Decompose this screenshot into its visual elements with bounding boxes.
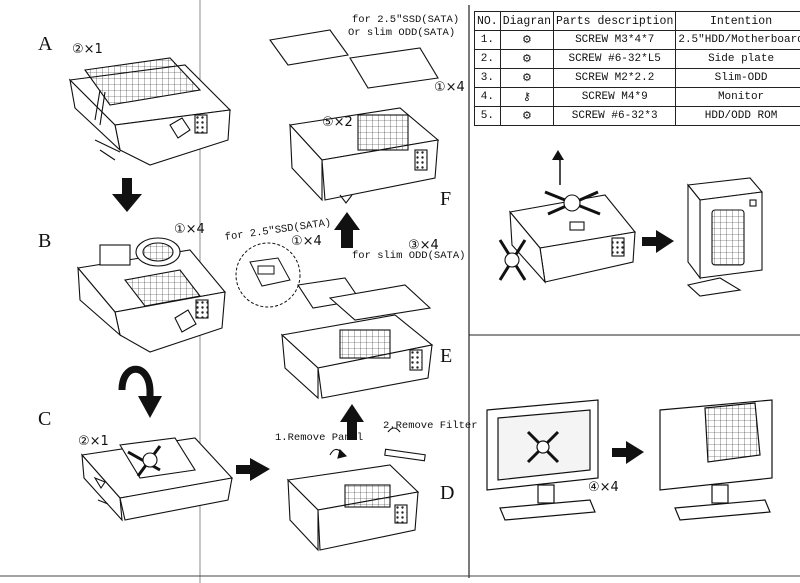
row-intention: Side plate — [675, 49, 800, 69]
row-part: SCREW #6-32*L5 — [553, 49, 677, 69]
parts-table-header: NO. Diagran Parts description Intention — [474, 11, 800, 31]
row-intention: 2.5"HDD/Motherboard — [675, 30, 800, 50]
row-part: SCREW #6-32*3 — [553, 106, 677, 126]
screw-6-32-l5-icon: ⚙ — [499, 49, 555, 69]
row-intention: Monitor — [675, 87, 800, 107]
step-e-odd-screw-count: ③×4 — [408, 238, 439, 253]
row-no: 5. — [474, 106, 501, 126]
arrow-e-to-f — [334, 212, 360, 248]
row-part: SCREW M2*2.2 — [553, 68, 677, 88]
table-row: 4. ⚷ SCREW M4*9 Monitor — [474, 87, 800, 107]
up-arrow-vesa — [552, 150, 564, 185]
screw-m4-icon: ⚷ — [499, 87, 555, 107]
curved-arrow-b-to-c — [118, 365, 162, 418]
vesa-mount-illustration — [498, 190, 637, 284]
header-diagram: Diagran — [499, 11, 555, 31]
step-f-screw-count: ①×4 — [434, 80, 465, 95]
arrow-c-to-d — [236, 458, 270, 481]
screw-m2-icon: ⚙ — [499, 68, 555, 88]
step-b-letter: B — [38, 230, 52, 252]
step-f-inner-screw-count: ⑤×2 — [322, 115, 353, 130]
step-b-illustration — [76, 237, 227, 353]
mounted-pc-result — [686, 177, 764, 297]
step-c-letter: C — [38, 408, 52, 430]
table-row: 5. ⚙ SCREW #6-32*3 HDD/ODD ROM — [474, 106, 800, 126]
step-f-illustration — [269, 29, 440, 204]
monitor-with-pc-illustration — [659, 399, 773, 521]
step-a-illustration — [68, 57, 232, 166]
row-no: 4. — [474, 87, 501, 107]
header-parts-description: Parts description — [553, 11, 677, 31]
step-e-illustration — [280, 277, 434, 400]
monitor-screw-count: ④×4 — [588, 480, 619, 495]
step-d-illustration — [286, 427, 426, 552]
ssd-bracket-inset — [235, 242, 301, 308]
monitor-illustration — [486, 399, 599, 521]
row-intention: HDD/ODD ROM — [675, 106, 800, 126]
step-e-odd-note: for slim ODD(SATA) — [352, 250, 466, 262]
screw-m3-icon: ⚙ — [499, 30, 555, 50]
remove-filter-label: 2.Remove Filter — [383, 420, 478, 432]
step-e-ssd-screw-count: ①×4 — [291, 234, 322, 249]
row-part: SCREW M3*4*7 — [553, 30, 677, 50]
remove-panel-label: 1.Remove Panel — [275, 432, 364, 444]
step-e-letter: E — [440, 345, 453, 367]
row-intention: Slim-ODD — [675, 68, 800, 88]
step-f-note-ssd: for 2.5"SSD(SATA) — [352, 14, 460, 26]
row-no: 3. — [474, 68, 501, 88]
header-no: NO. — [474, 11, 501, 31]
step-a-letter: A — [38, 33, 53, 55]
table-row: 3. ⚙ SCREW M2*2.2 Slim-ODD — [474, 68, 800, 88]
arrow-d-to-e — [340, 404, 364, 440]
header-intention: Intention — [675, 11, 800, 31]
arrow-monitor-to-mounted — [612, 441, 644, 464]
step-b-screw-count: ①×4 — [174, 222, 205, 237]
step-f-letter: F — [440, 188, 452, 210]
screw-6-32-3-icon: ⚙ — [499, 106, 555, 126]
step-d-letter: D — [440, 482, 455, 504]
row-no: 2. — [474, 49, 501, 69]
table-row: 1. ⚙ SCREW M3*4*7 2.5"HDD/Motherboard — [474, 30, 800, 50]
step-a-screw-count: ②×1 — [72, 42, 103, 57]
step-f-note-odd: Or slim ODD(SATA) — [348, 27, 456, 39]
arrow-vesa-to-result — [642, 230, 674, 253]
row-no: 1. — [474, 30, 501, 50]
step-c-illustration — [80, 437, 234, 522]
row-part: SCREW M4*9 — [553, 87, 677, 107]
step-c-screw-count: ②×1 — [78, 434, 109, 449]
arrow-a-to-b — [112, 178, 142, 212]
parts-table: NO. Diagran Parts description Intention … — [474, 11, 800, 126]
table-row: 2. ⚙ SCREW #6-32*L5 Side plate — [474, 49, 800, 69]
